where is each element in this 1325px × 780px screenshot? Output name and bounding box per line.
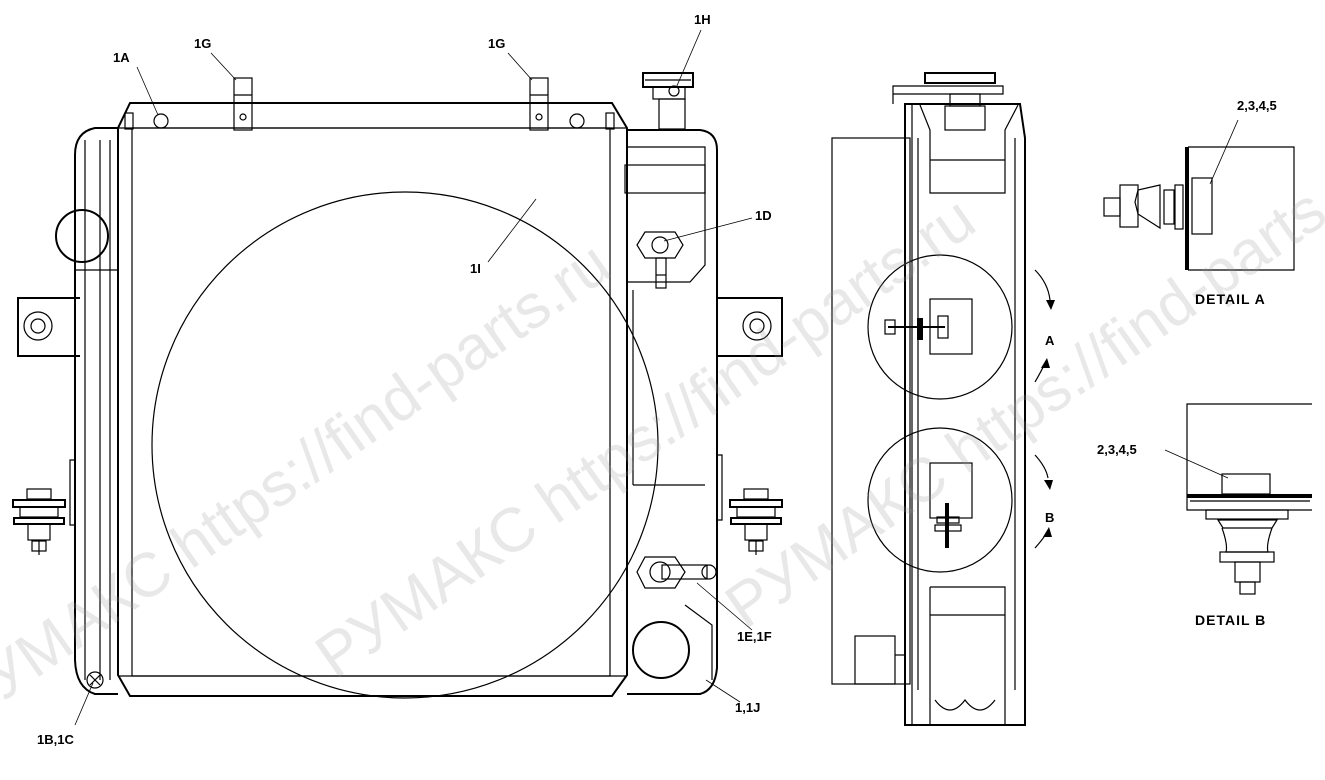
detail-b-drawing	[1164, 403, 1312, 595]
callout-b: B	[1045, 510, 1054, 525]
mount-ear-left	[17, 297, 80, 357]
callout-2345-b: 2,3,4,5	[1097, 442, 1137, 457]
fitting-1e-1f	[636, 556, 717, 589]
front-view	[12, 72, 783, 699]
leader-lines-front	[74, 29, 753, 726]
fan-shroud-circle	[151, 191, 659, 699]
callout-labels: 1A 1G 1G 1H 1D 1I 1E,1F 1,1J 1B,1C 2,3,4…	[37, 12, 1277, 747]
right-tank	[624, 129, 718, 695]
detail-b-label: DETAIL B	[1195, 612, 1266, 628]
callout-1e-1f: 1E,1F	[737, 629, 772, 644]
bracket-1g-left	[233, 77, 253, 131]
callout-1d: 1D	[755, 208, 772, 223]
callout-1g-right: 1G	[488, 36, 505, 51]
detail-a-label: DETAIL A	[1195, 291, 1266, 307]
callout-1b-1c: 1B,1C	[37, 732, 74, 747]
callout-1h: 1H	[694, 12, 711, 27]
watermark-text-2: РУМАКС https://find-parts.ru	[303, 184, 987, 692]
bracket-1g-right	[529, 77, 549, 131]
detail-circle-a	[867, 254, 1013, 400]
isolator-mount-right	[717, 454, 783, 555]
drain-cock-1d	[636, 231, 684, 289]
lower-outlet	[632, 621, 690, 679]
detail-circle-b	[867, 427, 1013, 573]
callout-a: A	[1045, 333, 1055, 348]
mount-ear-right	[717, 297, 783, 357]
radiator-cap-1h	[642, 72, 694, 130]
watermark: РУМАКС https://find-parts.ru РУМАКС http…	[0, 134, 1325, 737]
isolator-mount-left	[12, 488, 66, 555]
left-tank	[55, 127, 118, 695]
callout-1-1j: 1,1J	[735, 700, 760, 715]
callout-1a: 1A	[113, 50, 130, 65]
callout-1i: 1I	[470, 261, 481, 276]
top-hole-left	[153, 113, 169, 129]
callout-1g-left: 1G	[194, 36, 211, 51]
detail-a-drawing	[1103, 119, 1295, 271]
top-hole-right	[569, 113, 585, 129]
watermark-text-3: РУМАКС https://find-parts.ru	[713, 134, 1325, 642]
radiator-core-outline	[117, 102, 628, 697]
side-view	[831, 72, 1055, 726]
side-body	[904, 103, 1026, 726]
callout-2345-a: 2,3,4,5	[1237, 98, 1277, 113]
